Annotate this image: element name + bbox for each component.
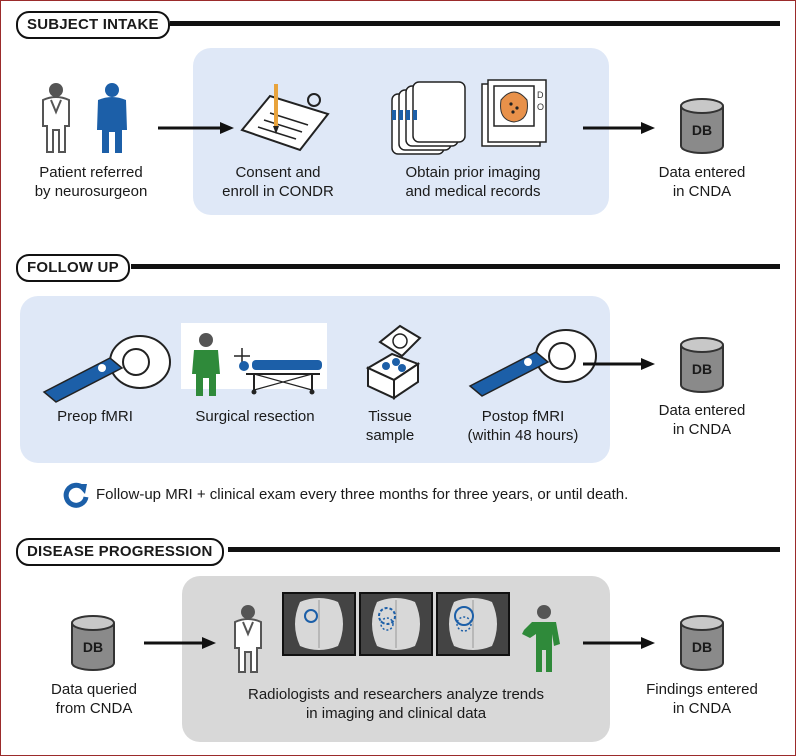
doctor-and-patient-icon [42,83,127,153]
preop-fmri-label: Preop fMRI [57,408,133,425]
medical-records-icon: D O [391,79,547,155]
section-heading-subject-intake: SUBJECT INTAKE [16,11,170,39]
researcher-icon [522,605,560,672]
repeat-cycle-icon [63,482,89,508]
database-icon: DB [679,615,725,671]
database-icon: DB [70,615,116,671]
arrow-right-icon [583,637,655,649]
section-rule [228,547,780,552]
db-label: DB [82,639,104,655]
section-rule [131,264,780,269]
svg-text:O: O [537,102,544,112]
mri-scanner-icon [468,329,597,397]
db-label: DB [691,639,713,655]
arrow-right-icon [158,122,234,134]
consent-clipboard-icon [240,84,330,152]
section-heading-follow-up: FOLLOW UP [16,254,130,282]
mri-scanner-icon [42,335,171,403]
arrow-right-icon [583,122,655,134]
surgical-resection-label: Surgical resection [195,408,315,425]
arrow-right-icon [583,358,655,370]
radiologist-icon [234,605,262,673]
database-icon: DB [679,98,725,154]
analyze-trends-label: Radiologists and researchers analyze tre… [248,686,544,722]
section-heading-disease-progression: DISEASE PROGRESSION [16,538,224,566]
db-label: DB [691,122,713,138]
brain-scan-series-icon [282,592,510,656]
database-icon: DB [679,337,725,393]
db-label: DB [691,361,713,377]
surgical-resection-icon [192,333,322,396]
tissue-sample-icon [365,324,422,400]
postop-fmri-label: Postop fMRI(within 48 hours) [467,408,579,444]
section-rule [170,21,780,26]
svg-text:D: D [537,90,544,100]
arrow-right-icon [144,637,216,649]
followup-repeat-note: Follow-up MRI + clinical exam every thre… [96,486,629,503]
